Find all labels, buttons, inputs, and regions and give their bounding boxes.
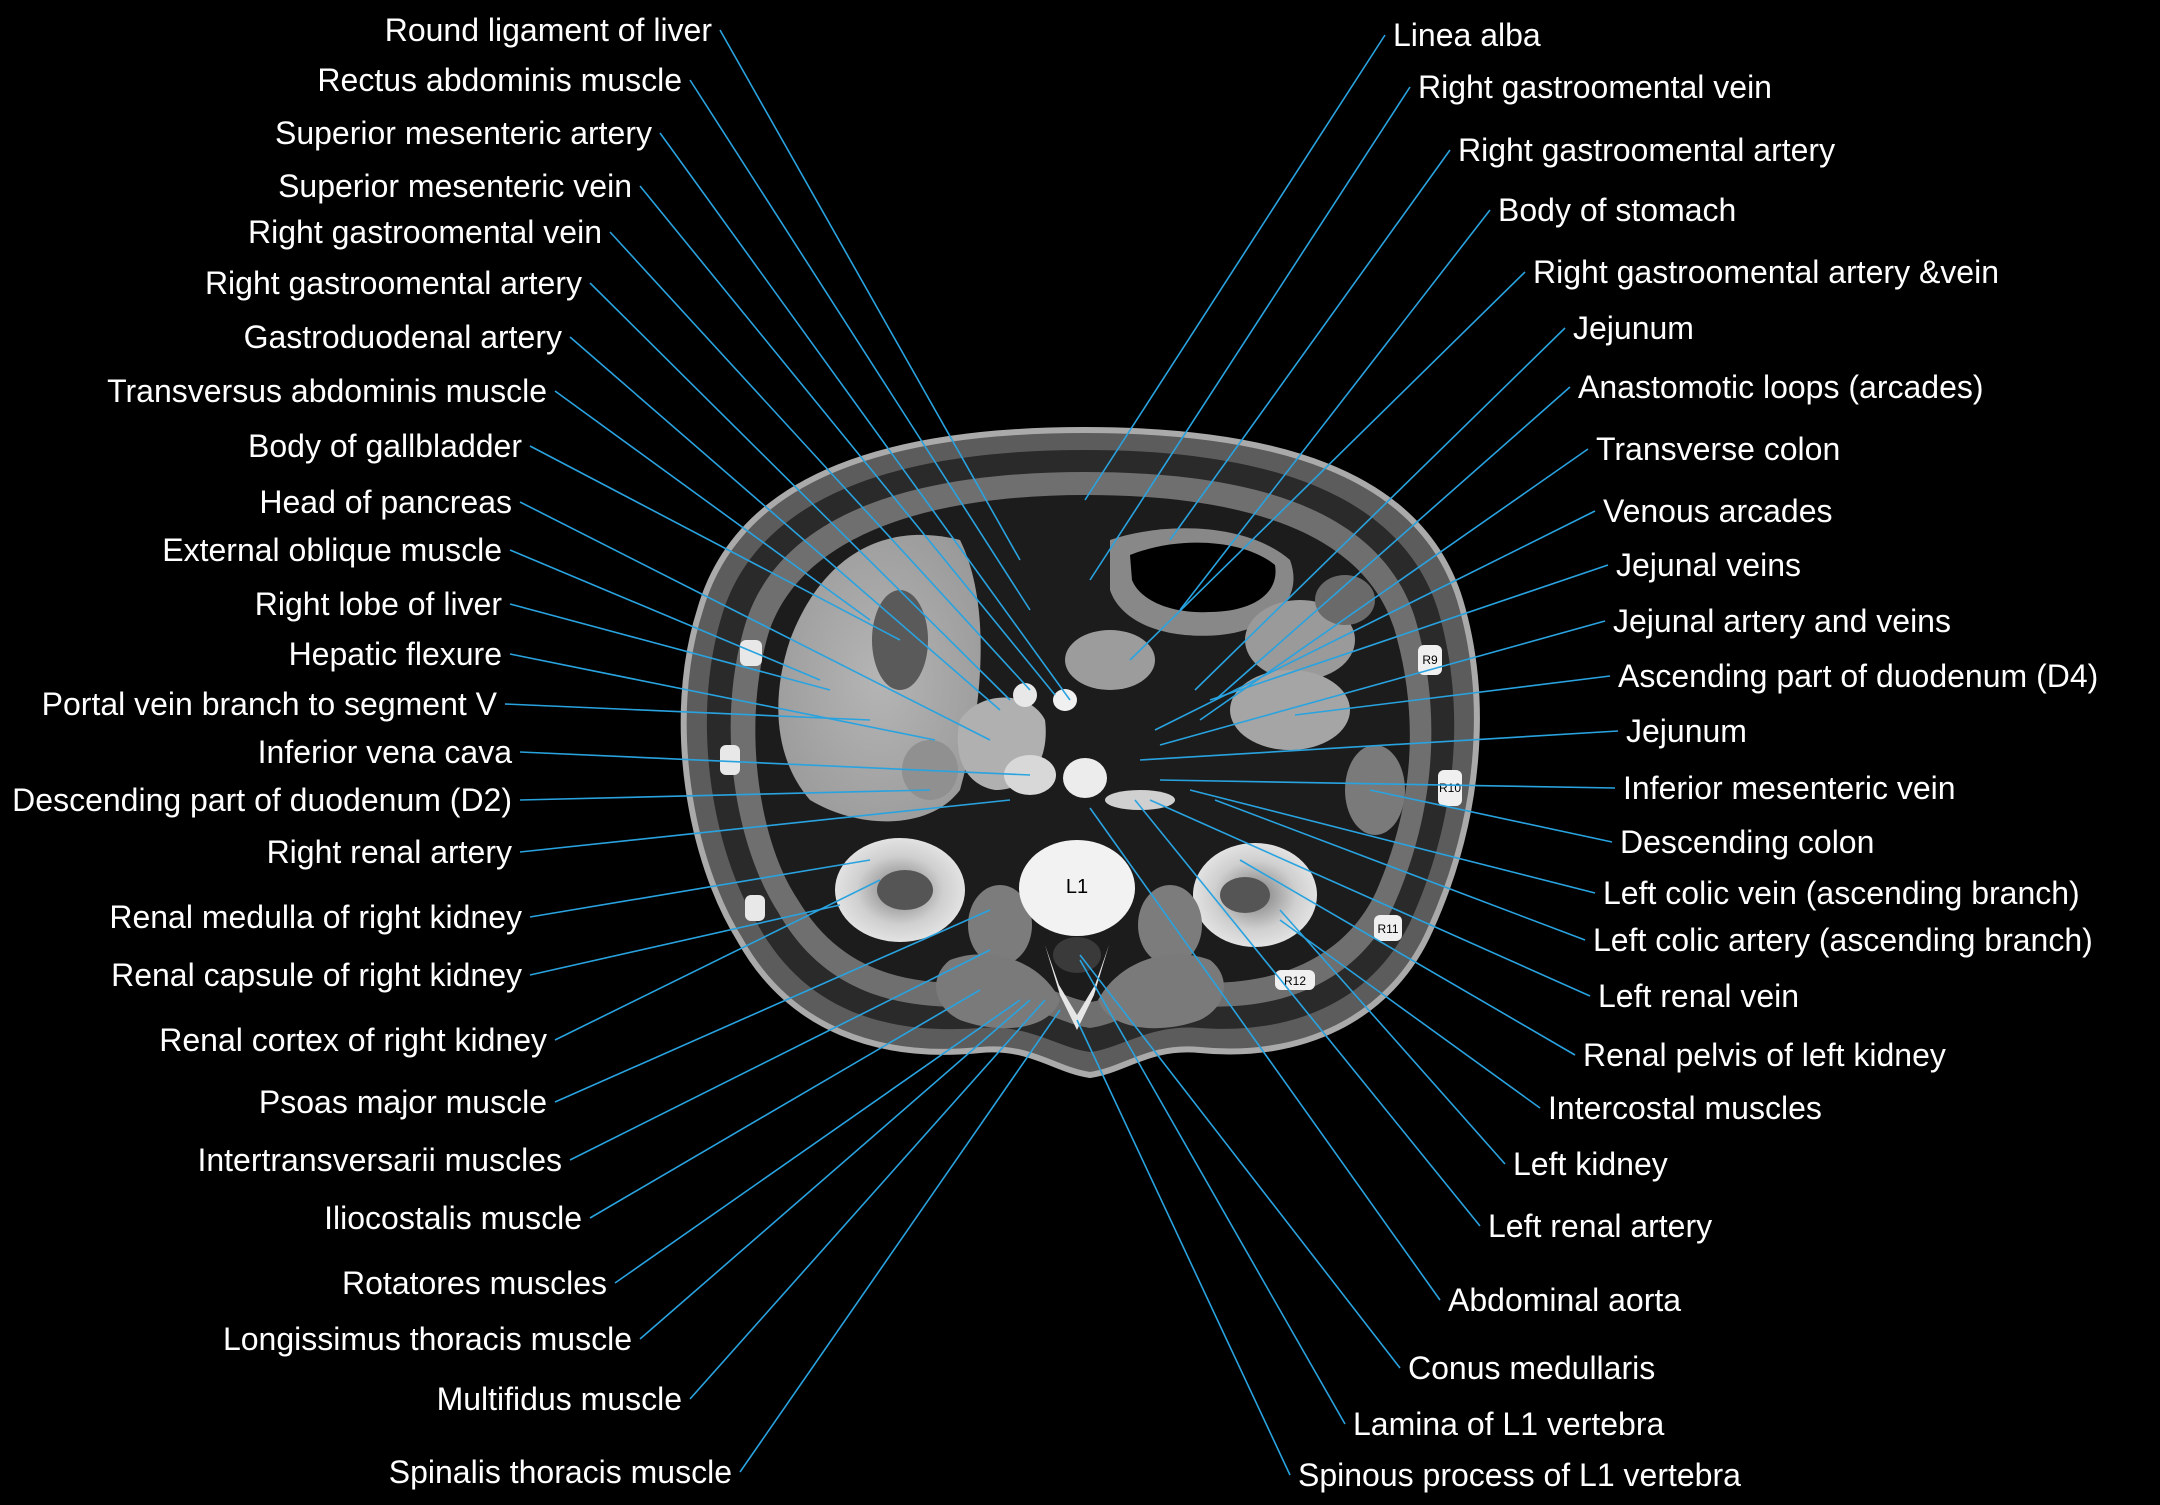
smv — [1013, 683, 1037, 707]
label-transverse-colon: Transverse colon — [1596, 431, 1841, 467]
label-intertransversarii-muscles: Intertransversarii muscles — [197, 1142, 562, 1178]
label-left-renal-artery: Left renal artery — [1488, 1208, 1713, 1244]
label-renal-capsule-of-right-kidney: Renal capsule of right kidney — [111, 957, 522, 993]
label-longissimus-thoracis-muscle: Longissimus thoracis muscle — [222, 1321, 632, 1357]
label-renal-pelvis-of-left-kidney: Renal pelvis of left kidney — [1583, 1037, 1946, 1073]
label-psoas-major-muscle: Psoas major muscle — [258, 1084, 547, 1120]
label-ascending-part-of-duodenum-d4: Ascending part of duodenum (D4) — [1618, 658, 2099, 694]
rib-label-r12: R12 — [1284, 974, 1306, 988]
left-renal-vein — [1105, 790, 1175, 810]
sma — [1053, 689, 1077, 711]
label-renal-cortex-of-right-kidney: Renal cortex of right kidney — [159, 1022, 547, 1058]
label-abdominal-aorta: Abdominal aorta — [1448, 1282, 1682, 1318]
label-anastomotic-loops-arcades: Anastomotic loops (arcades) — [1578, 369, 1984, 405]
left-kidney-sinus — [1220, 877, 1270, 913]
label-right-renal-artery: Right renal artery — [266, 834, 512, 870]
label-portal-vein-branch-to-segment-v: Portal vein branch to segment V — [41, 686, 497, 722]
gallbladder — [872, 590, 928, 690]
label-body-of-gallbladder: Body of gallbladder — [248, 428, 522, 464]
rib-right-2 — [720, 745, 740, 775]
label-hepatic-flexure: Hepatic flexure — [288, 636, 502, 672]
label-right-gastroomental-artery-vein: Right gastroomental artery &vein — [1533, 254, 1999, 290]
label-jejunal-veins: Jejunal veins — [1616, 547, 1801, 583]
label-transversus-abdominis-muscle: Transversus abdominis muscle — [107, 373, 547, 409]
label-jejunal-artery-and-veins: Jejunal artery and veins — [1613, 603, 1951, 639]
rib-right-3 — [745, 895, 765, 921]
label-superior-mesenteric-vein: Superior mesenteric vein — [278, 168, 632, 204]
label-rectus-abdominis-muscle: Rectus abdominis muscle — [317, 62, 682, 98]
label-jejunum: Jejunum — [1573, 310, 1694, 346]
label-right-gastroomental-vein: Right gastroomental vein — [1418, 69, 1772, 105]
rib-right-1 — [740, 640, 762, 666]
label-inferior-mesenteric-vein: Inferior mesenteric vein — [1623, 770, 1956, 806]
label-superior-mesenteric-artery: Superior mesenteric artery — [274, 115, 652, 151]
descending-colon — [1345, 745, 1405, 835]
vertebra-label: L1 — [1066, 876, 1088, 898]
label-right-gastroomental-vein: Right gastroomental vein — [248, 214, 602, 250]
ivc — [1004, 755, 1056, 795]
label-linea-alba: Linea alba — [1393, 17, 1541, 53]
label-inferior-vena-cava: Inferior vena cava — [257, 734, 512, 770]
rib-label-r10: R10 — [1439, 781, 1461, 795]
right-kidney-sinus — [877, 870, 933, 910]
rib-label-r9: R9 — [1422, 653, 1438, 667]
label-left-kidney: Left kidney — [1513, 1146, 1668, 1182]
label-intercostal-muscles: Intercostal muscles — [1548, 1090, 1822, 1126]
label-rotatores-muscles: Rotatores muscles — [342, 1265, 607, 1301]
label-lamina-of-l1-vertebra: Lamina of L1 vertebra — [1353, 1406, 1665, 1442]
psoas-left — [1138, 885, 1202, 965]
label-left-colic-artery-ascending-branch: Left colic artery (ascending branch) — [1593, 922, 2093, 958]
duodenum-d2 — [902, 740, 958, 800]
label-descending-part-of-duodenum-d2: Descending part of duodenum (D2) — [12, 782, 512, 818]
label-body-of-stomach: Body of stomach — [1498, 192, 1737, 228]
label-left-colic-vein-ascending-branch: Left colic vein (ascending branch) — [1603, 875, 2080, 911]
aorta — [1063, 758, 1107, 798]
label-jejunum: Jejunum — [1626, 713, 1747, 749]
label-gastroduodenal-artery: Gastroduodenal artery — [243, 319, 562, 355]
label-external-oblique-muscle: External oblique muscle — [162, 532, 502, 568]
rib-label-r11: R11 — [1377, 922, 1398, 936]
label-descending-colon: Descending colon — [1620, 824, 1875, 860]
label-head-of-pancreas: Head of pancreas — [259, 484, 512, 520]
label-venous-arcades: Venous arcades — [1603, 493, 1833, 529]
label-renal-medulla-of-right-kidney: Renal medulla of right kidney — [109, 899, 522, 935]
label-right-gastroomental-artery: Right gastroomental artery — [1458, 132, 1836, 168]
label-spinalis-thoracis-muscle: Spinalis thoracis muscle — [388, 1454, 732, 1490]
spinal-canal — [1053, 937, 1101, 973]
label-right-lobe-of-liver: Right lobe of liver — [254, 586, 502, 622]
label-spinous-process-of-l1-vertebra: Spinous process of L1 vertebra — [1298, 1457, 1741, 1493]
mesenteric-mass — [1065, 630, 1155, 690]
transverse-colon — [1315, 575, 1375, 625]
label-iliocostalis-muscle: Iliocostalis muscle — [324, 1200, 582, 1236]
label-right-gastroomental-artery: Right gastroomental artery — [204, 265, 582, 301]
jejunum-loop-2 — [1230, 670, 1350, 750]
label-left-renal-vein: Left renal vein — [1598, 978, 1800, 1014]
label-conus-medullaris: Conus medullaris — [1408, 1350, 1656, 1386]
label-multifidus-muscle: Multifidus muscle — [436, 1381, 682, 1417]
label-round-ligament-of-liver: Round ligament of liver — [384, 12, 712, 48]
